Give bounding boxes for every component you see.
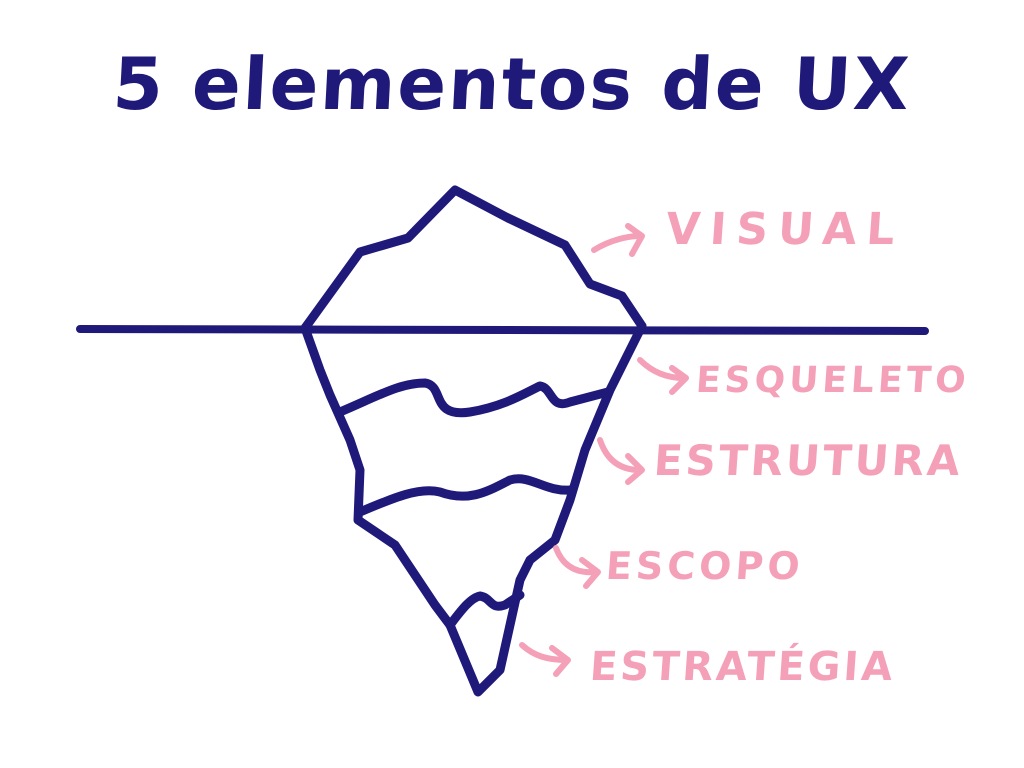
arrow-escopo [553,545,599,576]
arrow-esqueleto [637,357,687,381]
arrow-esqueleto-head [669,365,689,395]
iceberg-underwater-outline [300,321,647,697]
water-line [76,325,929,335]
layer-divider-2 [355,474,575,517]
arrow-estrutura-head [625,453,645,485]
iceberg-tip-outline [300,185,647,333]
layer-divider-1 [335,378,613,418]
arrow-escopo-head [579,557,601,589]
layer-label-estrutura: ESTRUTURA [652,436,965,485]
arrow-estrategia-head [549,645,571,677]
arrow-visual-head [625,223,645,257]
layer-divider-3 [445,590,525,630]
arrow-estrategia [519,642,569,663]
layer-label-visual: VISUAL [664,204,907,255]
arrow-estrutura [597,437,643,473]
layer-label-escopo: ESCOPO [604,544,806,588]
layer-label-estrategia: ESTRATÉGIA [588,644,897,690]
arrow-visual [591,233,643,253]
layer-label-esqueleto: ESQUELETO [694,360,972,401]
